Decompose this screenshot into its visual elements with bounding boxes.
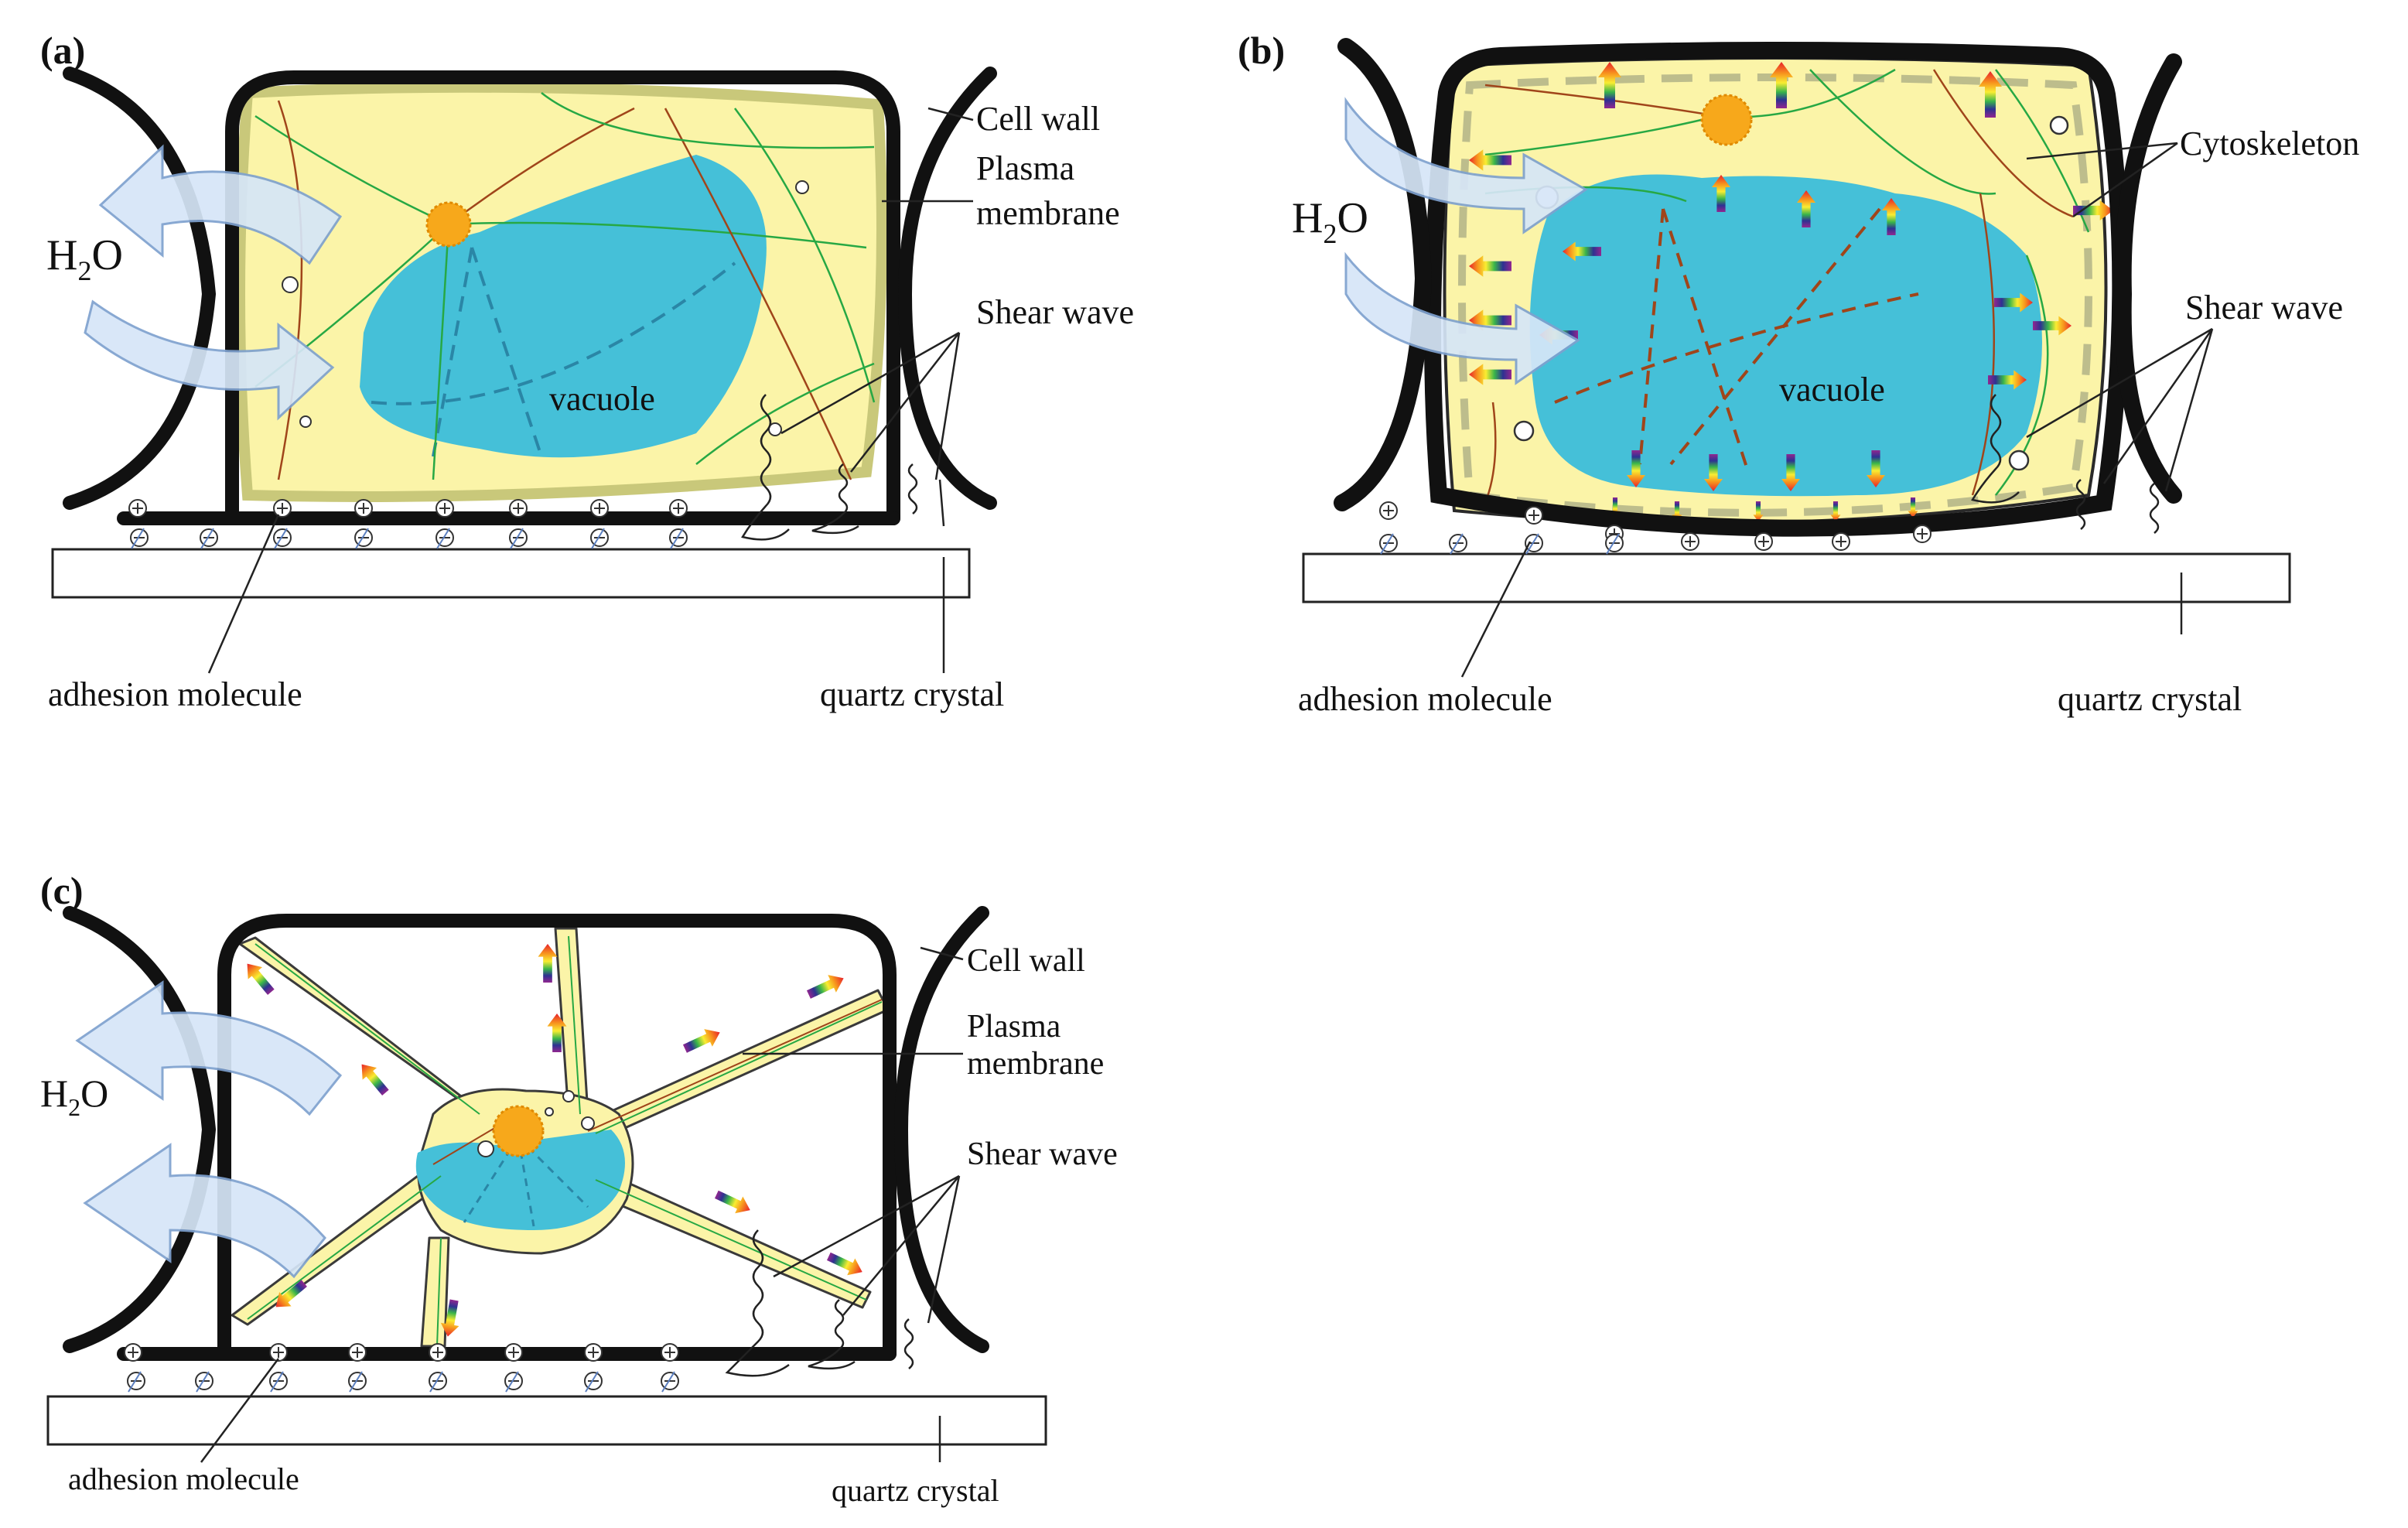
water-arrows-a — [84, 144, 343, 421]
label-plasma-c: Plasma — [967, 1009, 1061, 1044]
shear-waves-b — [1971, 394, 2183, 634]
label-adhesion-b: adhesion molecule — [1298, 680, 1552, 718]
label-shear-wave-b: Shear wave — [2185, 289, 2343, 326]
vacuole-b — [1529, 174, 2042, 497]
panel-a: (a) — [40, 29, 1134, 713]
label-vacuole-b: vacuole — [1779, 371, 1885, 408]
label-cell-wall-a: Cell wall — [976, 100, 1100, 138]
label-plasma-a: Plasma — [976, 149, 1074, 187]
shear-waves-a — [741, 394, 945, 611]
panel-b-label: (b) — [1238, 29, 1285, 72]
label-cell-wall-c: Cell wall — [967, 943, 1085, 979]
quartz-crystal-b — [1302, 552, 2291, 603]
panel-c: (c) — [40, 869, 1118, 1508]
label-adhesion-a: adhesion molecule — [48, 675, 302, 713]
water-label-c: H2O — [40, 1072, 108, 1121]
cell-wall-a — [63, 67, 997, 525]
water-label-b: H2O — [1292, 194, 1368, 249]
label-quartz-a: quartz crystal — [820, 675, 1004, 713]
label-quartz-b: quartz crystal — [2058, 680, 2242, 718]
nucleus-c — [492, 1105, 545, 1157]
panel-c-label: (c) — [40, 869, 84, 912]
label-cytoskeleton-b: Cytoskeleton — [2180, 125, 2359, 162]
shear-waves-c — [725, 1229, 941, 1462]
water-arrows-b — [1344, 97, 1588, 385]
vacuole-c — [415, 1130, 625, 1230]
vacuole-a — [360, 155, 767, 458]
label-shear-wave-a: Shear wave — [976, 293, 1134, 331]
panel-a-label: (a) — [40, 29, 85, 72]
cell-wall-b — [1334, 38, 2182, 537]
label-shear-wave-c: Shear wave — [967, 1137, 1118, 1172]
label-vacuole-a: vacuole — [549, 380, 655, 418]
quartz-crystal-c — [46, 1395, 1047, 1446]
label-quartz-c: quartz crystal — [832, 1473, 999, 1508]
label-adhesion-c: adhesion molecule — [68, 1461, 299, 1496]
water-label-a: H2O — [46, 231, 123, 286]
panel-b: (b) — [1238, 29, 2359, 718]
label-membrane-a: membrane — [976, 194, 1120, 232]
label-membrane-c: membrane — [967, 1046, 1104, 1082]
water-arrows-c — [75, 980, 343, 1279]
nucleus-a — [425, 201, 472, 248]
nucleus-b — [1700, 94, 1753, 146]
quartz-crystal-a — [51, 548, 971, 599]
